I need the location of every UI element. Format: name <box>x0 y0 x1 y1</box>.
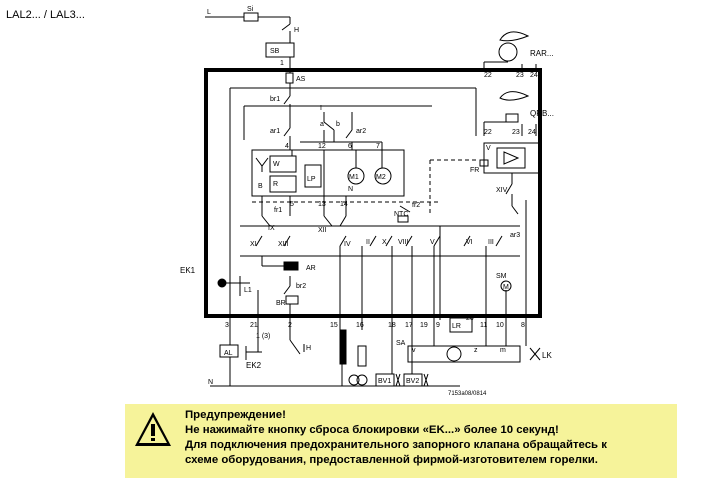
label-ar2: ar2 <box>356 128 366 135</box>
warning-line-3: Для подключения предохранительного запор… <box>185 439 607 451</box>
label-LK: LK <box>542 351 552 360</box>
label-QRB: QRB... <box>530 109 554 118</box>
label-H: H <box>294 27 299 34</box>
label-LP: LP <box>307 176 316 183</box>
label-term9: 9 <box>436 322 440 329</box>
label-BR: BR <box>276 300 286 307</box>
label-ar1: ar1 <box>270 128 280 135</box>
label-term8: 8 <box>521 322 525 329</box>
label-6: 6 <box>348 143 352 150</box>
label-AR: AR <box>306 265 316 272</box>
warning-text: Предупреждение! Не нажимайте кнопку сбро… <box>185 408 607 468</box>
label-R: R <box>273 181 278 188</box>
label-term15: 15 <box>330 322 338 329</box>
label-N: N <box>348 186 353 193</box>
label-I: I <box>320 105 322 112</box>
label-4: 4 <box>285 143 289 150</box>
label-sa-v: v <box>412 347 416 354</box>
label-SA: SA <box>396 340 406 347</box>
label-AS: AS <box>296 76 306 83</box>
label-22b: 22 <box>484 129 492 136</box>
label-M1: M1 <box>349 174 359 181</box>
label-7: 7 <box>376 143 380 150</box>
label-20: 20 <box>466 315 474 322</box>
warning-heading: Предупреждение! <box>185 409 286 421</box>
label-24a: 24 <box>530 72 538 79</box>
label-term11: 11 <box>480 322 487 329</box>
label-SB: SB <box>270 48 280 55</box>
label-L: L <box>207 9 211 16</box>
label-br2: br2 <box>296 283 306 290</box>
label-14: 14 <box>340 201 348 208</box>
label-II: II <box>366 239 370 246</box>
label-a1: a <box>320 121 324 128</box>
label-1-3: 1 (3) <box>256 333 270 340</box>
label-B: B <box>258 183 263 190</box>
label-term18: 18 <box>388 322 396 329</box>
label-term10: 10 <box>496 322 504 329</box>
label-term3: 3 <box>225 322 229 329</box>
label-term17: 17 <box>405 322 413 329</box>
label-Vamp: V <box>486 145 491 152</box>
label-EK2: EK2 <box>246 361 262 370</box>
label-XI: XI <box>250 241 257 248</box>
label-M: M <box>503 284 509 291</box>
label-Si: Si <box>247 6 254 13</box>
label-sa-z: z <box>474 347 478 354</box>
label-BV2: BV2 <box>406 378 419 385</box>
label-term2: 2 <box>288 322 292 329</box>
warning-box: Предупреждение! Не нажимайте кнопку сбро… <box>125 404 677 478</box>
label-22a: 22 <box>484 72 492 79</box>
label-BV1: BV1 <box>378 378 391 385</box>
label-VI: VI <box>466 239 473 246</box>
label-23a: 23 <box>516 72 524 79</box>
warning-line-2: Не нажимайте кнопку сброса блокировки «E… <box>185 424 559 436</box>
label-L1: L1 <box>244 287 252 294</box>
label-V: V <box>430 239 435 246</box>
label-M2: M2 <box>376 174 386 181</box>
label-X: X <box>382 239 387 246</box>
label-III: III <box>488 239 494 246</box>
label-VIII: VIII <box>398 239 409 246</box>
label-LR: LR <box>452 323 461 330</box>
label-ar3: ar3 <box>510 232 520 239</box>
label-EK1: EK1 <box>180 266 196 275</box>
label-H2: H <box>306 345 311 352</box>
label-b1: b <box>336 121 340 128</box>
label-AL: AL <box>224 350 233 357</box>
label-FR: FR <box>470 167 479 174</box>
label-NTC: NTC <box>394 211 408 218</box>
label-24b: 24 <box>528 129 536 136</box>
label-RAR: RAR... <box>530 49 554 58</box>
label-term16: 16 <box>356 322 364 329</box>
label-fr1: fr1 <box>274 207 282 214</box>
wiring-diagram: L Si H SB 1 AS br1 ar1 I a b ar2 4 12 6 … <box>180 6 554 397</box>
warning-triangle-icon <box>135 412 171 446</box>
label-term19: 19 <box>420 322 428 329</box>
label-XIII: XIII <box>278 241 289 248</box>
label-br1: br1 <box>270 96 280 103</box>
label-W: W <box>273 161 280 168</box>
label-12: 12 <box>318 143 326 150</box>
label-fr2: fr2 <box>412 202 420 209</box>
label-13: 13 <box>318 201 326 208</box>
label-N-bottom: N <box>208 379 213 386</box>
label-IX: IX <box>268 225 275 232</box>
warning-line-4: схеме оборудования, предоставленной фирм… <box>185 454 598 466</box>
label-XIV: XIV <box>496 187 508 194</box>
label-XII: XII <box>318 227 327 234</box>
label-term21: 21 <box>250 322 258 329</box>
label-sa-m: m <box>500 347 506 354</box>
label-23b: 23 <box>512 129 520 136</box>
label-1: 1 <box>280 60 284 67</box>
diagram-title: LAL2... / LAL3... <box>6 9 85 21</box>
label-5: 5 <box>290 201 294 208</box>
label-SM: SM <box>496 273 507 280</box>
label-IV: IV <box>344 241 351 248</box>
label-ref: 7153a08/0814 <box>448 391 487 397</box>
